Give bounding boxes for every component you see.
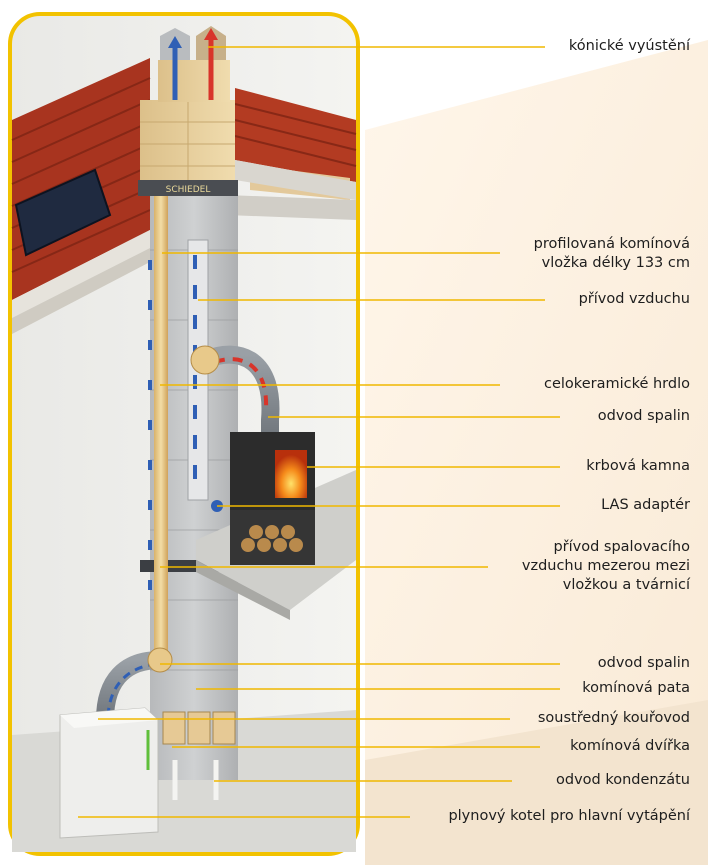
label-chimney-base: komínová pata bbox=[582, 680, 690, 696]
chimney-base-graphic bbox=[150, 680, 238, 800]
label-gas-boiler: plynový kotel pro hlavní vytápění bbox=[448, 808, 690, 824]
label-flue-gas-outlet-lower: odvod spalin bbox=[597, 655, 690, 671]
roof-right bbox=[234, 88, 357, 200]
diagram-panel: SCHIEDEL bbox=[8, 12, 360, 856]
background-wedge bbox=[365, 40, 708, 865]
fireplace-stove-graphic bbox=[211, 432, 315, 565]
concentric-flue-graphic bbox=[96, 647, 173, 721]
label-conical-outlet: kónické vyústění bbox=[568, 38, 690, 54]
roof-left bbox=[11, 58, 151, 334]
label-flue-gas-outlet-upper: odvod spalin bbox=[597, 408, 690, 424]
gas-boiler-graphic bbox=[59, 707, 159, 839]
solar-panel bbox=[14, 168, 112, 257]
flue-liner bbox=[148, 196, 168, 666]
label-las-adapter: LAS adaptér bbox=[601, 497, 690, 513]
label-concentric-flue: soustředný kouřovod bbox=[537, 710, 690, 726]
label-profiled-liner: profilovaná komínová vložka délky 133 cm bbox=[533, 236, 690, 271]
label-combustion-air-supply: přívod spalovacího vzduchu mezerou mezi … bbox=[521, 539, 690, 593]
label-chimney-door: komínová dvířka bbox=[570, 738, 690, 754]
conical-caps bbox=[158, 26, 230, 102]
brand-mark: SCHIEDEL bbox=[166, 185, 211, 195]
label-fireplace-stove: krbová kamna bbox=[586, 458, 690, 474]
leader-lines bbox=[78, 46, 560, 818]
stove-flue-pipe bbox=[190, 345, 280, 440]
label-condensate-drain: odvod kondenzátu bbox=[556, 772, 690, 788]
label-ceramic-socket: celokeramické hrdlo bbox=[544, 376, 690, 392]
label-air-intake: přívod vzduchu bbox=[578, 291, 690, 307]
floor-band bbox=[365, 700, 708, 865]
